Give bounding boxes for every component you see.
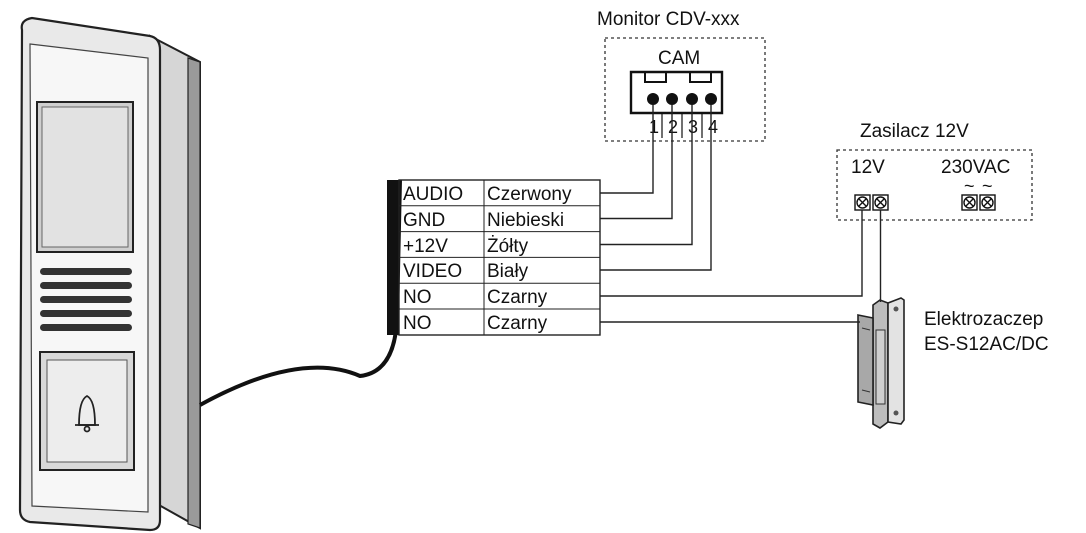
- wire-signal: VIDEO: [403, 261, 462, 282]
- wire-gnd: [600, 105, 673, 220]
- ac-label: 230VAC: [941, 157, 1010, 178]
- camera-window: [36, 101, 134, 253]
- lock-name: Elektrozaczep: [924, 309, 1043, 330]
- door-station: [18, 16, 201, 532]
- table-row: NO Czarny: [403, 313, 548, 334]
- terminal-icon: [872, 194, 889, 211]
- table-row: VIDEO Biały: [403, 261, 529, 282]
- pin-label: 1: [649, 117, 659, 137]
- pin-dot: [647, 93, 659, 105]
- wire-signal: GND: [403, 210, 445, 231]
- table-row: +12V Żółty: [403, 236, 529, 257]
- table-row: NO Czarny: [403, 287, 548, 308]
- pin-label: 4: [708, 117, 718, 137]
- terminal-icon: [961, 194, 978, 211]
- cam-label: CAM: [658, 48, 700, 69]
- wire-signal: NO: [403, 313, 432, 334]
- wire-color: Niebieski: [487, 210, 564, 231]
- bell-icon: [75, 394, 99, 433]
- wire-color: Czarny: [487, 313, 548, 334]
- monitor-title: Monitor CDV-xxx: [597, 9, 740, 30]
- table-row: GND Niebieski: [403, 210, 564, 231]
- pin-dot: [705, 93, 717, 105]
- ac-symbol: ~: [964, 176, 975, 196]
- ac-symbol: ~: [982, 176, 993, 196]
- power-supply-box: Zasilacz 12V 12V 230VAC ~ ~: [836, 121, 1033, 221]
- pin-dot: [666, 93, 678, 105]
- pin-label: 3: [688, 117, 698, 137]
- terminal-icon: [979, 194, 996, 211]
- wire-signal: +12V: [403, 236, 448, 257]
- table-row: AUDIO Czerwony: [403, 184, 572, 205]
- lock-model: ES-S12AC/DC: [924, 334, 1049, 355]
- wire-signal: NO: [403, 287, 432, 308]
- wire-video: [600, 105, 712, 271]
- wire-signal: AUDIO: [403, 184, 463, 205]
- terminal-icon: [854, 194, 871, 211]
- dc-label: 12V: [851, 157, 885, 178]
- cam-connector: [629, 70, 724, 138]
- power-supply-title: Zasilacz 12V: [860, 121, 969, 142]
- wire-color: Żółty: [487, 236, 529, 257]
- wire-color: Biały: [487, 261, 529, 282]
- door-station-cable: [199, 179, 402, 407]
- connection-wires: [600, 105, 882, 323]
- pin-dot: [686, 93, 698, 105]
- electric-strike: [857, 297, 905, 429]
- wire-audio: [600, 105, 654, 194]
- monitor-box: Monitor CDV-xxx CAM 1 2 3 4: [597, 9, 766, 142]
- speaker-grille: [40, 268, 132, 331]
- wire-12v: [600, 105, 693, 246]
- wire-no-power: [600, 210, 863, 297]
- call-button: [39, 351, 135, 471]
- wire-table: AUDIO Czerwony GND Niebieski +12V Żółty …: [387, 179, 601, 336]
- wire-color: Czerwony: [487, 184, 572, 205]
- wire-color: Czarny: [487, 287, 548, 308]
- pin-label: 2: [668, 117, 678, 137]
